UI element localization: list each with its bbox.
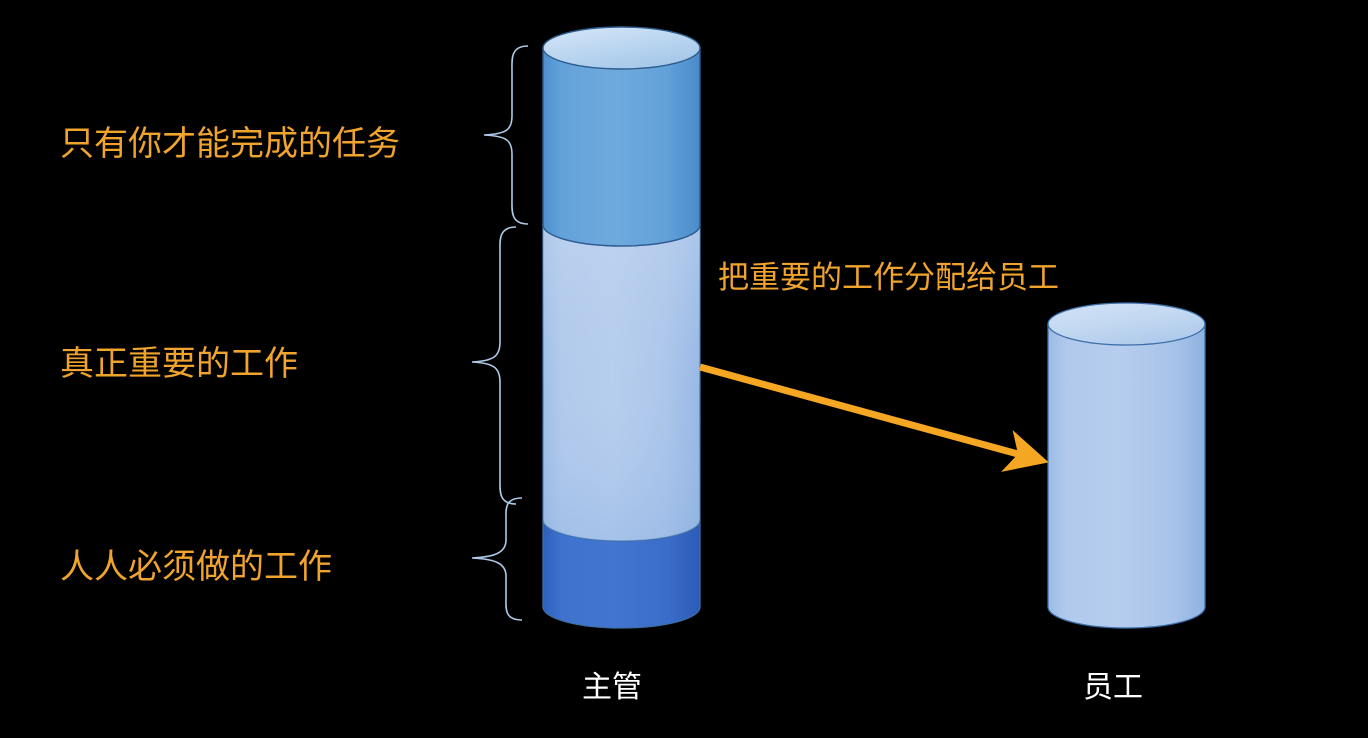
manager-cylinder-top-cap [542, 26, 701, 70]
brace-important-work [471, 226, 517, 505]
label-really-important-work: 真正重要的工作 [60, 345, 298, 383]
manager-cylinder[interactable] [542, 26, 701, 629]
brace-everyone-work [471, 497, 523, 621]
brace-only-you [483, 45, 529, 225]
caption-employee: 员工 [1083, 671, 1143, 704]
label-everyone-must-do-work: 人人必须做的工作 [60, 548, 332, 586]
manager-segment-important[interactable] [542, 203, 701, 542]
manager-segment-only-you[interactable] [542, 26, 701, 247]
caption-manager: 主管 [582, 671, 642, 704]
employee-cylinder[interactable] [1047, 302, 1206, 629]
employee-cylinder-top-cap [1047, 302, 1206, 346]
delegation-arrow [699, 363, 1049, 472]
label-delegate-important-work: 把重要的工作分配给员工 [718, 260, 1059, 295]
label-only-you-tasks: 只有你才能完成的任务 [60, 125, 400, 163]
